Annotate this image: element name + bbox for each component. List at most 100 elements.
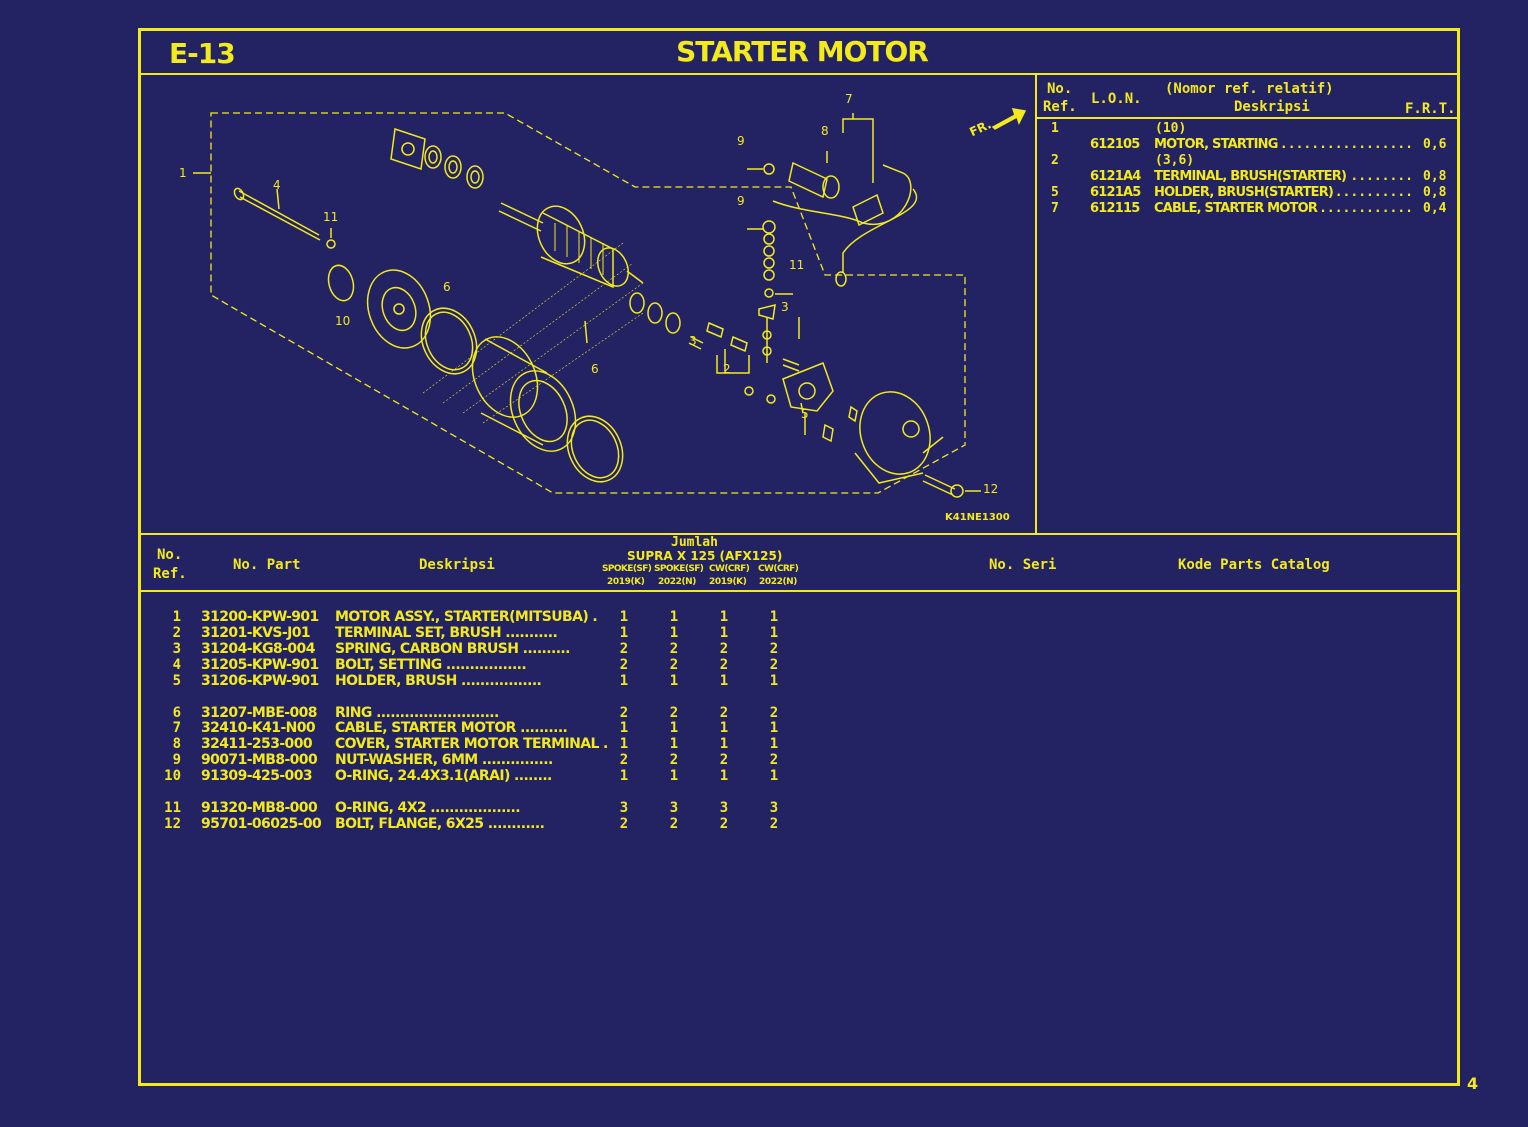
- callout-11-lower: 11: [789, 258, 804, 272]
- ref-row-dots: ..................: [1272, 137, 1413, 152]
- row-description: HOLDER, BRUSH .................: [335, 672, 542, 689]
- ref-row-lon: 6121A4: [1090, 169, 1141, 184]
- ref-header-lon: L.O.N.: [1091, 91, 1142, 107]
- row-description: MOTOR ASSY., STARTER(MITSUBA) .: [335, 609, 598, 625]
- table-row: 1 31200-KPW-901 MOTOR ASSY., STARTER(MITSU…: [141, 609, 941, 625]
- row-part-number: 32411-253-000: [201, 736, 313, 753]
- table-row: 8 32411-253-000 COVER, STARTER MOTOR TERMI…: [141, 736, 941, 752]
- washer-stack-icon: [424, 145, 484, 189]
- ref-row-lon: 612105: [1090, 137, 1140, 152]
- row-ref: 12: [164, 815, 181, 832]
- parts-header-jumlah: Jumlah: [671, 535, 718, 550]
- ref-row-desc: HOLDER, BRUSH(STARTER): [1154, 185, 1334, 200]
- row-qty-3: 2: [719, 752, 729, 769]
- row-qty-3: 1: [719, 672, 729, 689]
- row-ref: 7: [172, 720, 181, 737]
- ref-row-lon: 6121A5: [1090, 185, 1141, 200]
- ref-row-dots: ..........: [1334, 185, 1413, 200]
- row-qty-4: 2: [769, 704, 779, 721]
- ref-row-no: 5: [1051, 185, 1059, 200]
- year-3: 2019(K): [709, 577, 747, 587]
- row-qty-3: 2: [719, 640, 729, 657]
- row-qty-2: 1: [669, 768, 679, 785]
- section-code: E-13: [169, 37, 236, 70]
- row-qty-2: 1: [669, 720, 679, 737]
- parts-header-part: No. Part: [233, 557, 301, 573]
- starter-cable-icon: [772, 113, 917, 287]
- ref-header-relatif: (Nomor ref. relatif): [1165, 81, 1334, 97]
- armature-icon: [498, 202, 644, 289]
- ref-header-no: No.: [1047, 81, 1073, 97]
- ref-row-desc: MOTOR, STARTING: [1154, 137, 1278, 152]
- callout-10: 10: [335, 314, 350, 328]
- setting-bolt-icon: [233, 187, 321, 241]
- ref-row-desc: CABLE, STARTER MOTOR: [1154, 201, 1318, 216]
- diagram-divider: [1035, 73, 1037, 535]
- parts-header-desc: Deskripsi: [419, 557, 495, 573]
- row-qty-2: 3: [669, 800, 679, 816]
- year-2: 2022(N): [658, 577, 697, 587]
- row-qty-4: 1: [769, 624, 779, 641]
- row-qty-3: 3: [719, 800, 729, 816]
- ref-row-dots: ............: [1319, 201, 1413, 216]
- catalog-page-frame: E-13 STARTER MOTOR: [138, 28, 1460, 1086]
- row-part-number: 90071-MB8-000: [201, 752, 318, 769]
- row-qty-2: 2: [669, 640, 679, 657]
- row-qty-4: 1: [769, 672, 779, 689]
- callout-3-left: 3: [689, 334, 697, 348]
- row-qty-1: 1: [619, 768, 629, 785]
- row-qty-2: 2: [669, 704, 679, 721]
- row-qty-4: 1: [769, 720, 779, 737]
- row-qty-3: 1: [719, 609, 729, 625]
- ref-table-header-rule: [1036, 117, 1457, 119]
- end-plate-icon: [390, 128, 426, 170]
- parts-header-catalog: Kode Parts Catalog: [1178, 557, 1330, 573]
- row-qty-1: 1: [619, 736, 629, 753]
- ref-header-ref: Ref.: [1043, 99, 1077, 115]
- row-qty-1: 2: [619, 752, 629, 769]
- row-qty-1: 1: [619, 672, 629, 689]
- front-direction-arrow-icon: FR.: [967, 108, 1027, 139]
- row-qty-4: 2: [769, 815, 779, 832]
- row-qty-4: 1: [769, 609, 779, 625]
- terminal-bolt-icon: [758, 304, 800, 372]
- row-part-number: 95701-06025-00: [201, 815, 322, 832]
- ref-row-no: 7: [1051, 201, 1059, 216]
- row-qty-1: 2: [619, 656, 629, 673]
- row-qty-1: 1: [619, 624, 629, 641]
- callout-1: 1: [179, 166, 187, 180]
- row-qty-2: 1: [669, 736, 679, 753]
- row-qty-3: 2: [719, 815, 729, 832]
- front-arrow-label: FR.: [967, 117, 993, 139]
- row-part-number: 31200-KPW-901: [201, 609, 319, 625]
- row-qty-2: 2: [669, 815, 679, 832]
- row-ref: 11: [164, 800, 181, 816]
- ref-row-frt: 0,8: [1423, 169, 1447, 184]
- row-qty-3: 1: [719, 736, 729, 753]
- row-ref: 8: [172, 736, 181, 753]
- ref-row-desc: TERMINAL, BRUSH(STARTER): [1154, 169, 1347, 184]
- row-qty-3: 1: [719, 624, 729, 641]
- table-header-bottom-rule: [141, 590, 1457, 592]
- row-ref: 9: [172, 752, 181, 769]
- row-qty-1: 3: [619, 800, 629, 816]
- row-ref: 6: [172, 704, 181, 721]
- row-qty-4: 2: [769, 752, 779, 769]
- ref-row-relatif: (10): [1155, 121, 1187, 136]
- ref-row-frt: 0,8: [1423, 185, 1447, 200]
- year-1: 2019(K): [607, 577, 645, 587]
- diagram-code: K41NE1300: [945, 512, 1010, 523]
- ref-header-deskripsi: Deskripsi: [1234, 99, 1310, 115]
- row-qty-1: 2: [619, 704, 629, 721]
- row-ref: 3: [172, 640, 181, 657]
- row-description: COVER, STARTER MOTOR TERMINAL .: [335, 736, 608, 753]
- row-qty-2: 1: [669, 624, 679, 641]
- callout-6-upper: 6: [443, 280, 451, 294]
- row-qty-3: 1: [719, 768, 729, 785]
- row-part-number: 31207-MBE-008: [201, 704, 318, 721]
